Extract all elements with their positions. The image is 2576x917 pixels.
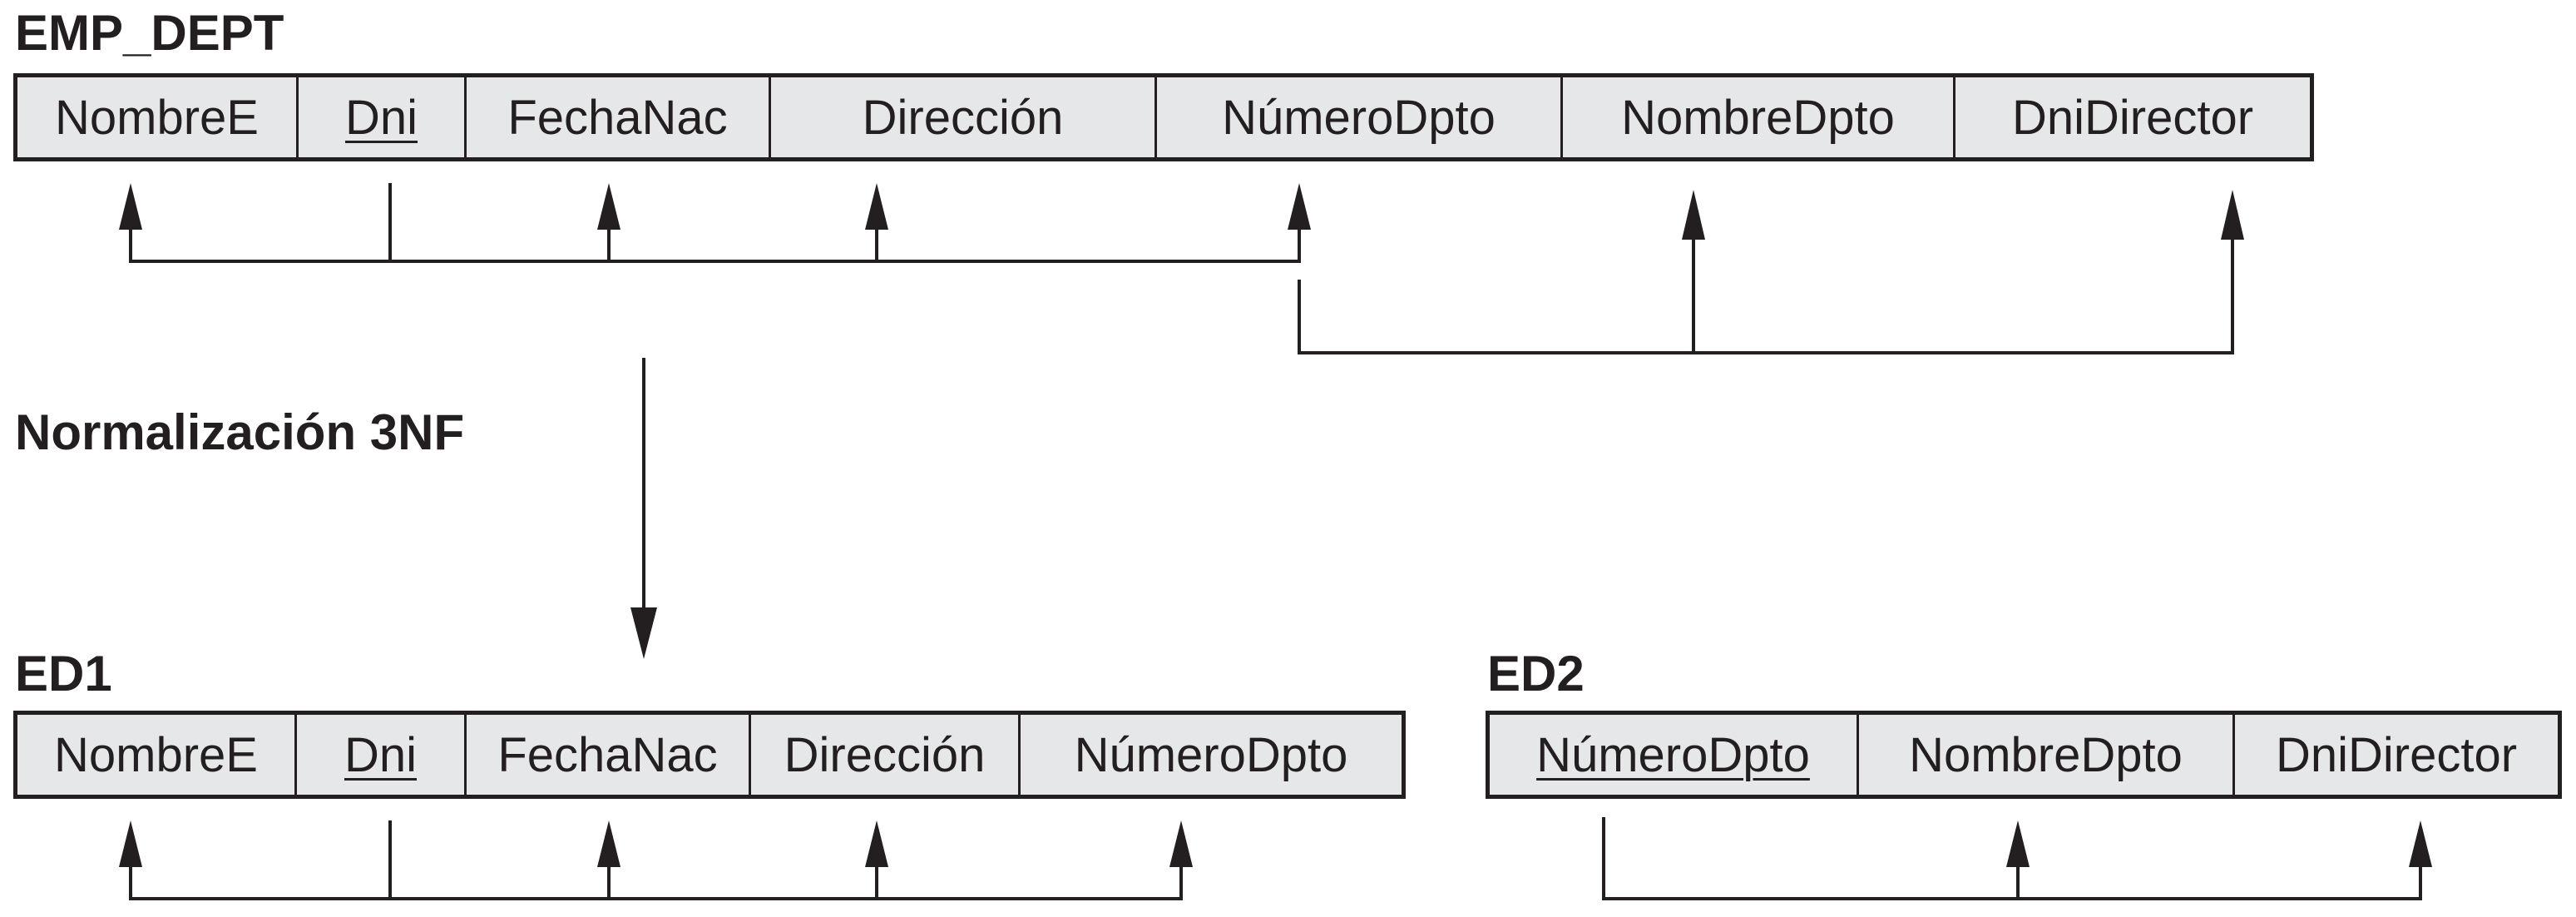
relation-title-ed1: ED1 (15, 646, 112, 701)
attr-nombredpto: NombreDpto (1859, 715, 2235, 795)
fd-emp-dept-numerodpto-arrows (1682, 190, 2244, 240)
arrowhead (2409, 820, 2432, 867)
attr-nombree: NombreE (17, 77, 299, 157)
arrowhead (1169, 820, 1193, 867)
fd-bracket-line (1298, 230, 2234, 354)
attr-nombredpto: NombreDpto (1563, 77, 1955, 157)
arrowhead (597, 183, 621, 230)
attr-numerodpto-key: NúmeroDpto (1490, 715, 1859, 795)
arrowhead (597, 820, 621, 867)
arrowhead (1682, 190, 1705, 240)
relation-title-emp-dept: EMP_DEPT (15, 5, 284, 61)
fd-ed1-dni (129, 820, 1183, 900)
fd-emp-dept-numerodpto (1298, 230, 2234, 354)
relation-ed2: NúmeroDpto NombreDpto DniDirector (1486, 711, 2562, 799)
attr-direccion: Dirección (771, 77, 1157, 157)
fd-ed2-numerodpto-arrows (2006, 820, 2432, 867)
arrowhead (2221, 190, 2244, 240)
relation-title-ed2: ED2 (1487, 646, 1585, 701)
fd-bracket-line (1602, 817, 2422, 900)
arrowhead (865, 820, 888, 867)
attr-nombree: NombreE (17, 715, 297, 795)
normalization-arrow (630, 358, 657, 659)
fd-emp-dept-dni (129, 183, 1301, 263)
fd-bracket-line (129, 218, 1301, 263)
fd-bracket-line (129, 857, 1183, 900)
attr-direccion: Dirección (751, 715, 1021, 795)
relation-ed1: NombreE Dni FechaNac Dirección NúmeroDpt… (13, 711, 1406, 799)
transition-label: Normalización 3NF (15, 404, 465, 460)
attr-dni-key: Dni (299, 77, 467, 157)
attr-fechanac: FechaNac (467, 77, 771, 157)
arrowhead (2006, 820, 2030, 867)
fd-emp-dept-dni-arrows (119, 183, 1311, 230)
arrowhead (1288, 183, 1311, 230)
attr-numerodpto: NúmeroDpto (1074, 727, 1348, 782)
attr-numerodpto: NúmeroDpto (1157, 77, 1563, 157)
attr-dni-key: Dni (297, 715, 467, 795)
arrow-down-icon (630, 607, 657, 659)
fd-ed1-dni-arrows (119, 820, 1193, 867)
attr-fechanac: FechaNac (467, 715, 751, 795)
attr-dnidirector: DniDirector (2275, 727, 2518, 782)
arrowhead (119, 183, 142, 230)
arrowhead (865, 183, 888, 230)
arrowhead (119, 820, 142, 867)
attr-dnidirector: DniDirector (2011, 90, 2254, 145)
relation-emp-dept: NombreE Dni FechaNac Dirección NúmeroDpt… (13, 73, 2314, 161)
